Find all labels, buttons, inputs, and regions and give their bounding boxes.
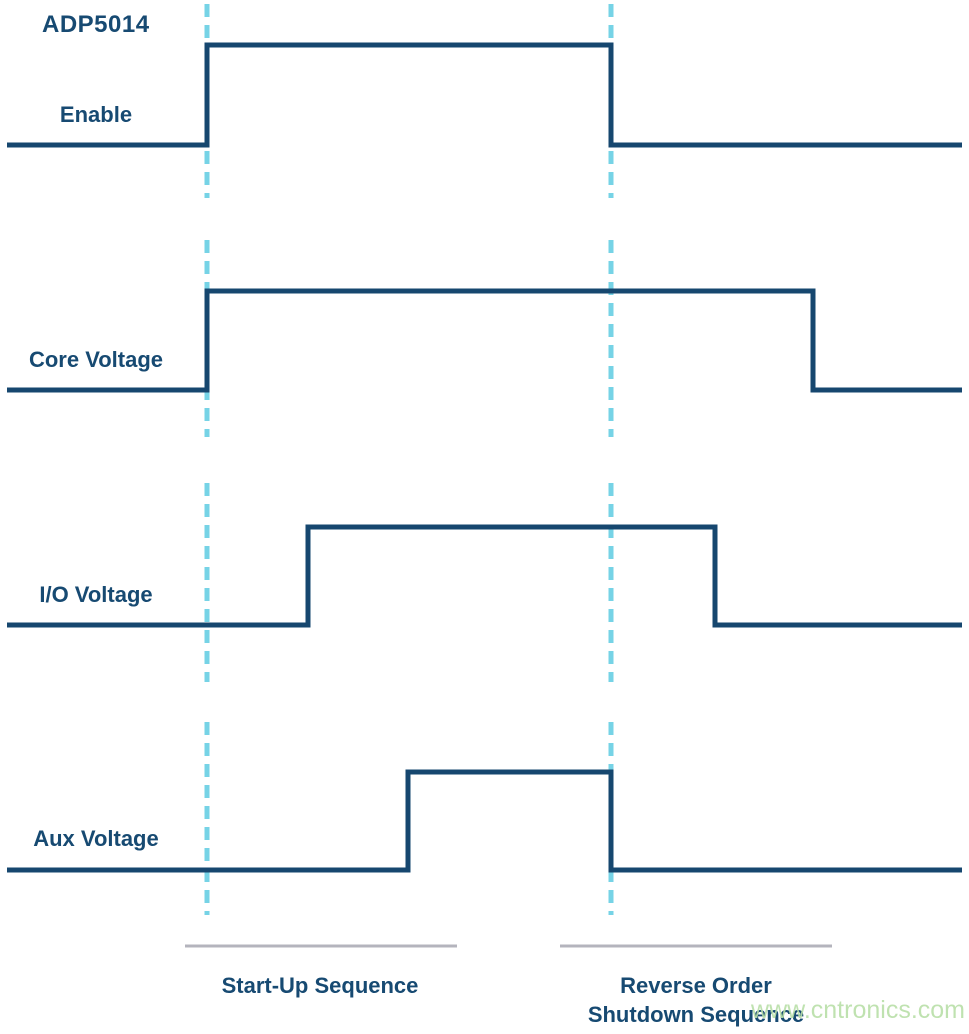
signal-label-core-voltage: Core Voltage [28,347,164,372]
diagram-title: ADP5014 [42,11,150,38]
shutdown-sequence-label: Reverse Order Shutdown Sequence [587,973,805,1027]
waveform-aux-voltage [7,769,962,873]
signal-label-aux-voltage: Aux Voltage [33,826,159,851]
waveform-core-voltage [7,288,962,393]
signal-label-enable: Enable [59,102,133,127]
signal-label-io-voltage: I/O Voltage [39,582,153,607]
startup-sequence-label: Start-Up Sequence [221,973,419,998]
watermark-text: www.cntronics.com [751,996,965,1024]
waveform-enable [7,42,962,148]
waveform-io-voltage [7,524,962,628]
